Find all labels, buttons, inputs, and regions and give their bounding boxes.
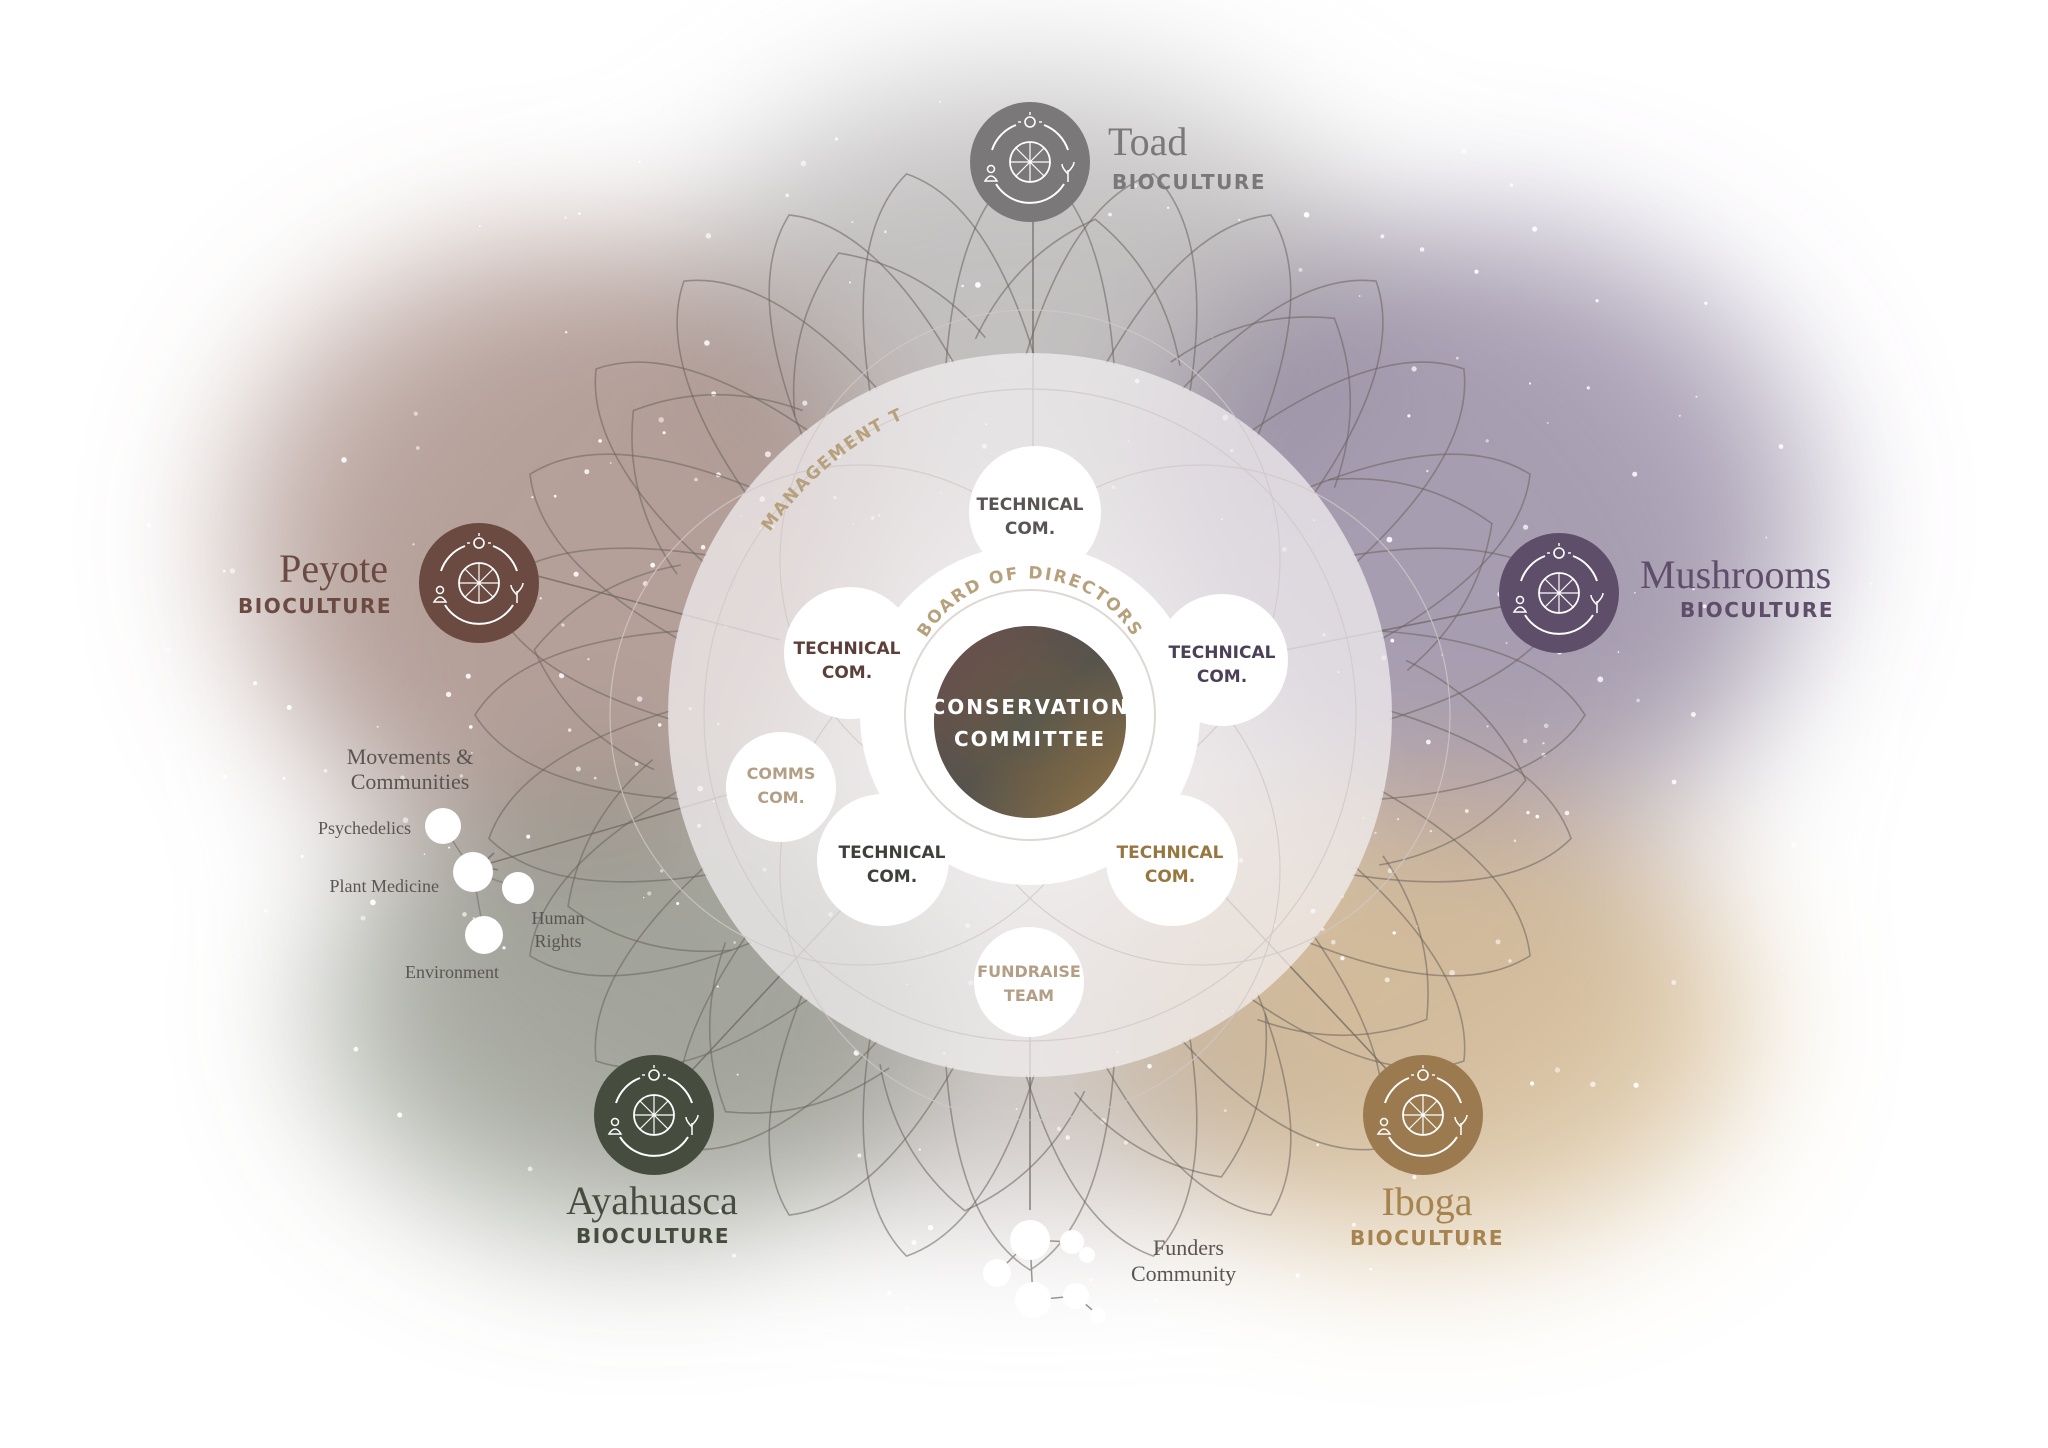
mushrooms-name: Mushrooms (1640, 552, 1831, 597)
svg-text:TECHNICAL: TECHNICAL (1169, 643, 1276, 663)
svg-text:TEAM: TEAM (1004, 986, 1054, 1005)
svg-text:COM.: COM. (1005, 519, 1055, 539)
svg-text:FUNDRAISE: FUNDRAISE (977, 962, 1081, 981)
plant-medicine-label: Plant Medicine (330, 876, 439, 896)
center-line2: COMMITTEE (954, 727, 1106, 751)
funders-line1: Funders (1153, 1235, 1224, 1260)
iboga-subtitle: BIOCULTURE (1350, 1226, 1504, 1250)
fundraise-team: FUNDRAISE TEAM (974, 927, 1084, 1037)
center-line1: CONSERVATION (931, 695, 1130, 719)
peyote-name: Peyote (279, 546, 388, 591)
movements-title-line2: Communities (351, 769, 470, 794)
svg-text:COM.: COM. (1197, 667, 1247, 687)
peyote-subtitle: BIOCULTURE (238, 594, 392, 618)
ayahuasca-name: Ayahuasca (566, 1178, 738, 1223)
iboga-name: Iboga (1381, 1179, 1472, 1224)
svg-text:COMMS: COMMS (747, 764, 816, 783)
mushrooms-subtitle: BIOCULTURE (1680, 598, 1834, 622)
svg-text:COM.: COM. (822, 663, 872, 683)
human-rights-line2: Rights (534, 931, 581, 951)
svg-text:TECHNICAL: TECHNICAL (1117, 843, 1224, 863)
toad-subtitle: BIOCULTURE (1112, 170, 1266, 194)
funders-community: Funders Community (983, 1220, 1236, 1323)
svg-text:COM.: COM. (867, 867, 917, 887)
human-rights-line1: Human (532, 908, 585, 928)
ayahuasca-subtitle: BIOCULTURE (576, 1224, 730, 1248)
psychedelics-label: Psychedelics (318, 818, 411, 838)
svg-text:TECHNICAL: TECHNICAL (977, 495, 1084, 515)
funders-line2: Community (1131, 1261, 1236, 1286)
svg-text:TECHNICAL: TECHNICAL (839, 843, 946, 863)
comms-committee: COMMS COM. (726, 732, 836, 842)
environment-label: Environment (405, 962, 499, 982)
svg-text:COM.: COM. (757, 788, 804, 807)
toad-name: Toad (1108, 119, 1187, 164)
svg-text:COM.: COM. (1145, 867, 1195, 887)
svg-text:TECHNICAL: TECHNICAL (794, 639, 901, 659)
movements-title-line1: Movements & (347, 744, 474, 769)
